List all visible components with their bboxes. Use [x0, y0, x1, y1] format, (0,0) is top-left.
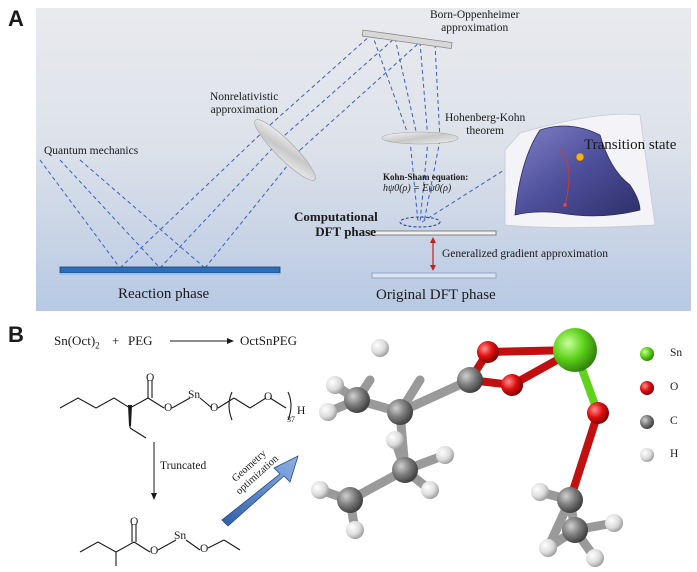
reaction-arrow: [170, 338, 234, 344]
struct1-h: H: [297, 405, 306, 417]
struct1-o2: O: [164, 402, 173, 414]
wedge-bond-1: [128, 405, 132, 426]
struct1-o4: O: [264, 391, 273, 403]
struct2-o1: O: [130, 516, 139, 528]
hohenberg-kohn-lens: [381, 131, 459, 145]
struct2-o2: O: [150, 545, 159, 557]
hohenberg-kohn-label: Hohenberg-Kohn theorem: [445, 112, 526, 138]
panel-a-letter: A: [8, 6, 24, 31]
legend-o-dot: [640, 381, 654, 395]
transition-state-surface: [504, 113, 656, 228]
nonrelativistic-lens: [254, 119, 316, 181]
struct1-subscript: 37: [287, 415, 295, 424]
legend-sn-label: Sn: [670, 347, 683, 359]
legend-h-dot: [640, 448, 654, 462]
struct2-sn: Sn: [174, 530, 187, 542]
octsnpeg-structure: [59, 380, 292, 439]
reactant-snoct2: Sn(Oct)2: [54, 333, 100, 351]
truncated-arrow: [151, 442, 157, 500]
struct1-sn: Sn: [188, 389, 201, 401]
original-dft-label: Original DFT phase: [376, 287, 496, 303]
born-oppenheimer-label: Born-Oppenheimer approximation: [430, 9, 520, 35]
computational-dft-label: Computational DFT phase: [294, 209, 378, 239]
geometry-optimization-arrow: [221, 455, 299, 527]
transition-state-label: Transition state: [584, 137, 677, 153]
kohn-sham-title: Kohn-Sham equation:: [383, 172, 469, 182]
struct1-o1: O: [146, 372, 155, 384]
product-octsnpeg: OctSnPEG: [240, 333, 298, 348]
legend-c-dot: [640, 415, 654, 429]
legend-h-label: H: [670, 448, 679, 460]
quantum-mechanics-label: Quantum mechanics: [44, 145, 139, 157]
mirror: [361, 29, 453, 49]
truncated-label: Truncated: [160, 460, 207, 472]
legend-c-label: C: [670, 415, 678, 427]
truncated-structure: [79, 524, 241, 566]
kohn-sham-equation: hψ0(ρ) = Eψ0(ρ): [383, 183, 452, 194]
reaction-phase-plate-shadow: [60, 273, 280, 275]
focal-ellipse: [399, 216, 441, 228]
dashed-rays: [39, 33, 521, 269]
nonrelativistic-label: Nonrelativistic approximation: [210, 91, 279, 117]
computational-dft-plate: [369, 230, 497, 236]
original-dft-plate: [371, 272, 497, 279]
gga-label: Generalized gradient approximation: [442, 248, 609, 260]
legend-sn-dot: [640, 347, 654, 361]
reaction-phase-label: Reaction phase: [118, 286, 210, 302]
reaction-plus: +: [112, 333, 120, 348]
gga-arrow: [430, 237, 436, 271]
reactant-peg: PEG: [128, 333, 153, 348]
legend-o-label: O: [670, 381, 679, 393]
ball-stick-model: [311, 328, 623, 567]
struct1-o3: O: [210, 402, 219, 414]
panel-b-letter: B: [8, 322, 24, 347]
struct2-o3: O: [200, 543, 209, 555]
